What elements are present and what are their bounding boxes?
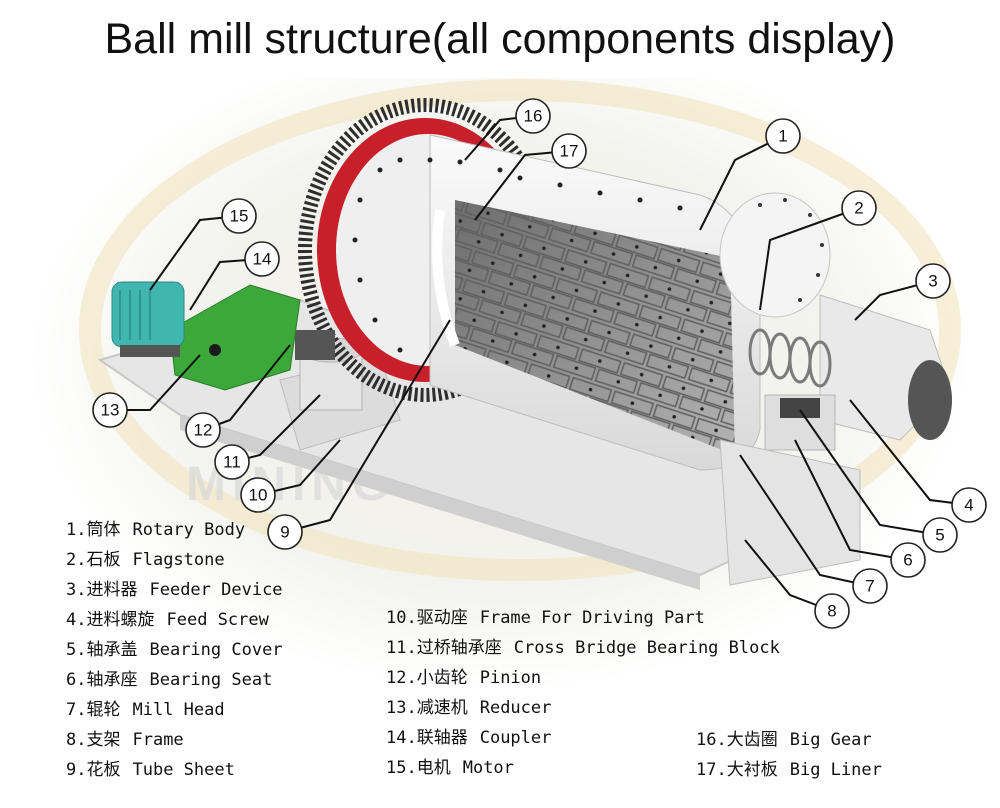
callout-11: 11 — [214, 444, 250, 480]
inner-shell-edge — [432, 209, 460, 347]
callout-16-label: 16 — [524, 107, 543, 126]
reducer — [169, 284, 301, 391]
callout-16: 16 — [515, 98, 551, 134]
motor — [111, 281, 185, 348]
callout-9-label: 9 — [280, 523, 289, 542]
callout-17-label: 17 — [560, 142, 579, 161]
callout-6: 6 — [890, 542, 926, 578]
callout-14: 14 — [244, 241, 280, 277]
callout-7-label: 7 — [865, 577, 874, 596]
callout-11-label: 11 — [223, 453, 241, 472]
callout-3: 3 — [915, 263, 951, 299]
callout-15-label: 15 — [230, 207, 249, 226]
reducer-port — [209, 344, 221, 356]
callout-4-label: 4 — [964, 496, 973, 515]
callout-7: 7 — [852, 568, 888, 604]
callout-8-label: 8 — [827, 602, 836, 621]
feed-screw — [748, 328, 832, 388]
bearing-cover — [780, 398, 820, 418]
callout-17: 17 — [551, 133, 587, 169]
callout-10-label: 10 — [249, 486, 268, 505]
background-swoosh — [79, 79, 961, 581]
callout-10: 10 — [240, 477, 276, 513]
base-frame-side — [180, 415, 700, 590]
callout-2-label: 2 — [854, 199, 863, 218]
callout-1: 1 — [765, 118, 801, 154]
diagram-title: Ball mill structure(all components displ… — [104, 15, 896, 63]
flange-bolts — [758, 198, 824, 302]
callout-14-label: 14 — [253, 250, 272, 269]
callout-3-label: 3 — [928, 272, 937, 291]
shell-bolts — [352, 157, 683, 353]
callout-5-label: 5 — [935, 526, 944, 545]
callout-15: 15 — [221, 198, 257, 234]
callout-5: 5 — [922, 517, 958, 553]
mill-head-flange — [719, 192, 831, 318]
pinion — [295, 330, 335, 360]
ball-mill-diagram: MINING EQUIPMENT — [30, 78, 987, 690]
callout-4: 4 — [951, 487, 987, 523]
callout-12: 12 — [185, 412, 221, 448]
callout-6-label: 6 — [903, 551, 912, 570]
callout-13: 13 — [92, 392, 128, 428]
callout-1-label: 1 — [778, 127, 787, 146]
callout-2: 2 — [841, 190, 877, 226]
callout-8: 8 — [814, 593, 850, 629]
callout-9: 9 — [267, 514, 303, 550]
liner-bricks — [455, 200, 735, 455]
motor-base — [120, 345, 180, 357]
callout-13-label: 13 — [101, 401, 120, 420]
callout-12-label: 12 — [194, 421, 213, 440]
feeder-inlet — [908, 360, 952, 440]
motor-fins — [119, 290, 151, 340]
